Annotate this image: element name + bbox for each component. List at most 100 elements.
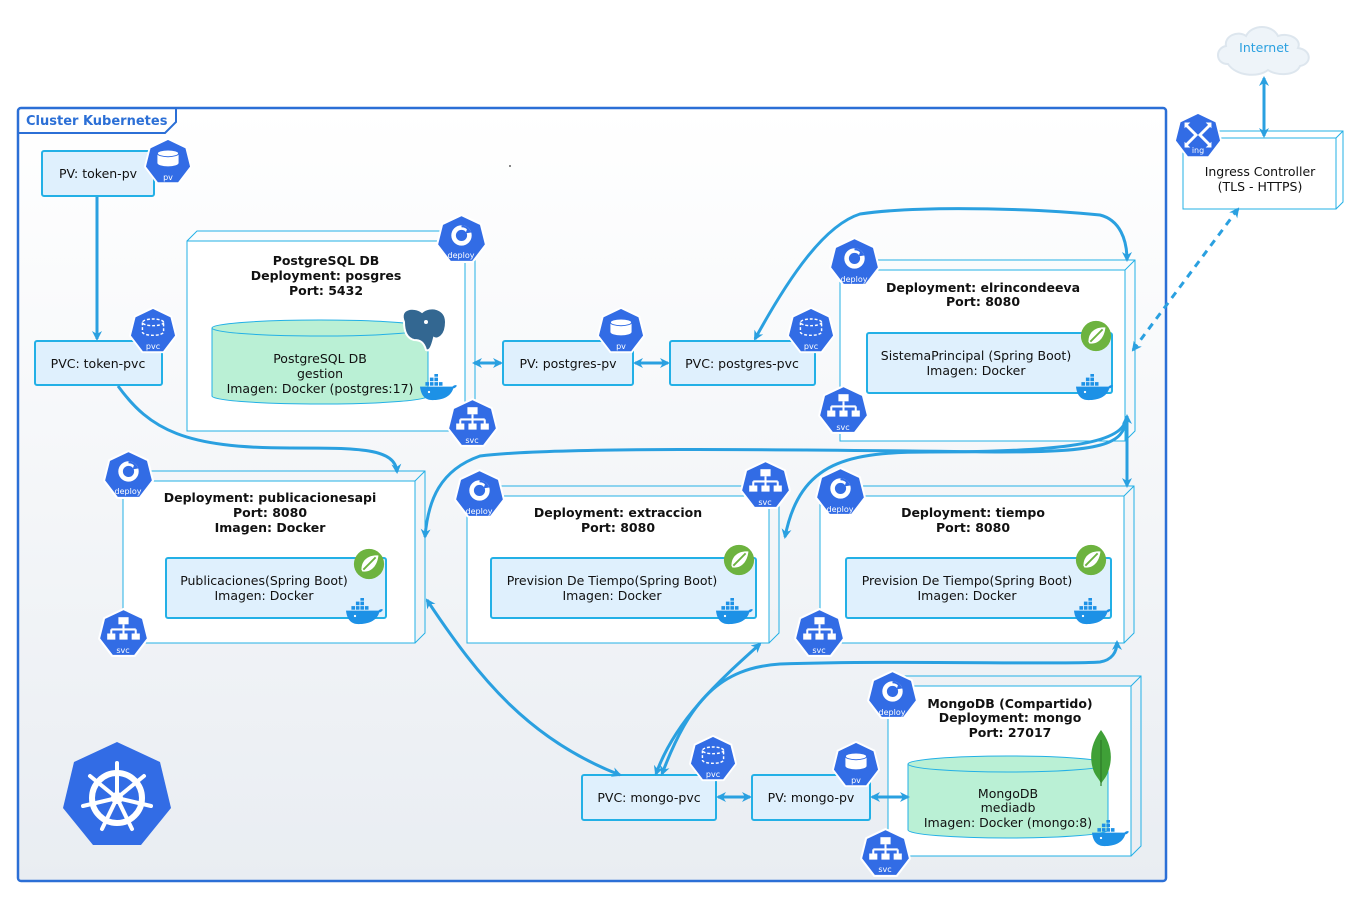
svg-text:pv: pv [616,342,626,351]
ingress-icon: ing [1173,111,1223,159]
mongo-port: Port: 27017 [969,725,1052,740]
connections [92,76,1269,802]
pvc-postgres-label: PVC: postgres-pvc [685,356,799,371]
svg-text:svc: svc [836,423,849,432]
pvc-token-label: PVC: token-pvc [51,356,146,371]
svg-text:svc: svc [465,436,478,445]
ingress-line2: (TLS - HTTPS) [1218,179,1303,194]
svg-text:svc: svc [878,865,891,874]
svc-icon: svc [818,385,869,434]
pvc-mongo-label: PVC: mongo-pvc [597,790,700,805]
svg-text:pvc: pvc [146,342,160,351]
mongo-db-line2: mediadb [981,800,1036,815]
elrincondeeva-title: Deployment: elrincondeeva [886,280,1080,295]
tiempo-title: Deployment: tiempo [901,505,1045,520]
publicacionesapi-app-box[interactable]: Publicaciones(Spring Boot) Imagen: Docke… [165,557,387,619]
pvc-token-box[interactable]: PVC: token-pvc [34,340,163,386]
tiempo-app-line1: Prevision De Tiempo(Spring Boot) [862,573,1073,588]
extraccion-spring-icon [722,543,756,577]
svg-text:svc: svc [812,646,825,655]
deploy-icon: deploy [815,467,866,516]
svc-icon: svc [794,608,845,657]
pv-mongo-box[interactable]: PV: mongo-pv [751,774,871,821]
pv-postgres-label: PV: postgres-pv [519,356,617,371]
deploy-icon: deploy [436,214,487,263]
internet-cloud[interactable]: Internet [1217,26,1310,76]
postgres-db-line2: gestion [297,366,343,381]
postgresql-elephant-icon [401,307,448,352]
mongo-title: MongoDB (Compartido) [927,696,1092,711]
pv-postgres-box[interactable]: PV: postgres-pv [502,340,634,386]
pvc-icon: pvc [786,306,836,354]
internet-label: Internet [1239,40,1289,55]
extraccion-app-box[interactable]: Prevision De Tiempo(Spring Boot) Imagen:… [490,557,757,619]
mongo-deployment: Deployment: mongo [939,710,1082,725]
publicacionesapi-spring-icon [352,547,386,581]
extraccion-port: Port: 8080 [581,520,655,535]
pv-token-label: PV: token-pv [59,166,138,181]
svc-icon: svc [860,828,911,877]
edge-tokenpvc-publicacionesapi [116,385,402,474]
elrincondeeva-app-line2: Imagen: Docker [926,363,1026,378]
publicacionesapi-title: Deployment: publicacionesapi [164,490,377,505]
postgres-port: Port: 5432 [289,283,363,298]
svg-text:pvc: pvc [804,342,818,351]
pvc-mongo-box[interactable]: PVC: mongo-pvc [581,774,717,821]
svg-text:deploy: deploy [841,275,868,284]
edge-pvcpostgres-elrincondeeva [753,207,1132,341]
mongo-db-line3: Imagen: Docker (mongo:8) [924,815,1092,830]
pv-icon: pv [143,137,193,185]
publicacionesapi-image: Imagen: Docker [215,520,327,535]
deploy-icon: deploy [454,469,505,518]
pv-icon: pv [831,740,881,788]
svc-icon: svc [98,608,149,657]
elrincondeeva-app-box[interactable]: SistemaPrincipal (Spring Boot) Imagen: D… [866,332,1113,394]
edge-pvcmongo-tiempo [660,640,1122,776]
svc-icon: svc [740,460,791,509]
svg-text:svc: svc [116,646,129,655]
ingress-controller[interactable]: Ingress Controller (TLS - HTTPS) [1182,130,1344,210]
svg-text:deploy: deploy [448,251,475,260]
svg-text:deploy: deploy [115,487,142,496]
pvc-icon: pvc [128,306,178,354]
publicacionesapi-app-line2: Imagen: Docker [214,588,314,603]
edge-ingress-elrincondeeva [1131,207,1240,352]
svg-text:pvc: pvc [706,770,720,779]
svg-text:deploy: deploy [827,505,854,514]
deploy-icon: deploy [103,450,154,499]
pvc-postgres-box[interactable]: PVC: postgres-pvc [669,340,816,386]
extraccion-app-line1: Prevision De Tiempo(Spring Boot) [507,573,718,588]
edge-publicacionesapi-pvcmongo [425,598,622,777]
pv-icon: pv [596,306,646,354]
tiempo-port: Port: 8080 [936,520,1010,535]
mongo-db-cylinder[interactable]: MongoDB mediadb Imagen: Docker (mongo:8) [907,755,1109,839]
svg-text:pv: pv [163,173,173,182]
publicacionesapi-port: Port: 8080 [233,505,307,520]
elrincondeeva-port: Port: 8080 [946,294,1020,309]
pvc-icon: pvc [688,734,738,782]
mongo-db-line1: MongoDB [978,786,1038,801]
tiempo-app-line2: Imagen: Docker [917,588,1017,603]
tiempo-app-box[interactable]: Prevision De Tiempo(Spring Boot) Imagen:… [845,557,1112,619]
kubernetes-logo-icon [63,742,171,845]
pv-token-box[interactable]: PV: token-pv [41,150,155,197]
extraccion-title: Deployment: extraccion [534,505,702,520]
elrincondeeva-app-line1: SistemaPrincipal (Spring Boot) [881,348,1071,363]
edge-elrincondeeva-publicacionesapi [420,417,1128,539]
publicacionesapi-app-line1: Publicaciones(Spring Boot) [180,573,348,588]
extraccion-app-line2: Imagen: Docker [562,588,662,603]
svg-text:deploy: deploy [879,708,906,717]
svc-icon: svc [447,398,498,447]
postgres-deployment: Deployment: posgres [251,268,402,283]
tiempo-spring-icon [1074,543,1108,577]
deploy-icon: deploy [829,237,880,286]
elrincondeeva-spring-icon [1079,319,1113,353]
postgres-db-line1: PostgreSQL DB [273,351,367,366]
postgres-db-cylinder[interactable]: PostgreSQL DB gestion Imagen: Docker (po… [211,319,429,405]
deploy-icon: deploy [867,670,918,719]
pv-mongo-label: PV: mongo-pv [768,790,855,805]
postgres-title: PostgreSQL DB [273,253,380,268]
cluster-label: Cluster Kubernetes [26,114,168,129]
svg-text:ing: ing [1192,146,1204,155]
